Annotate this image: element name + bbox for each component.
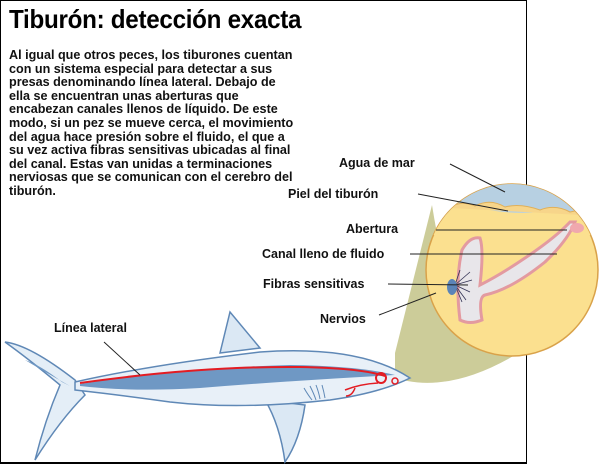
page-title: Tiburón: detección exacta	[9, 4, 302, 34]
label-canal-lleno-de-fluido: Canal lleno de fluido	[262, 247, 385, 261]
leader-lines	[103, 163, 567, 376]
label-nervios: Nervios	[320, 312, 366, 326]
magnifier-cone	[395, 205, 520, 383]
label-linea-lateral: Línea lateral	[54, 321, 127, 335]
intro-text: Al igual que otros peces, los tiburones …	[9, 48, 294, 198]
label-fibras-sensitivas: Fibras sensitivas	[263, 277, 364, 291]
label-abertura: Abertura	[346, 222, 399, 236]
shark-illustration	[4, 310, 412, 465]
label-agua-de-mar: Agua de mar	[339, 156, 415, 170]
label-piel-del-tiburon: Piel del tiburón	[288, 187, 378, 201]
